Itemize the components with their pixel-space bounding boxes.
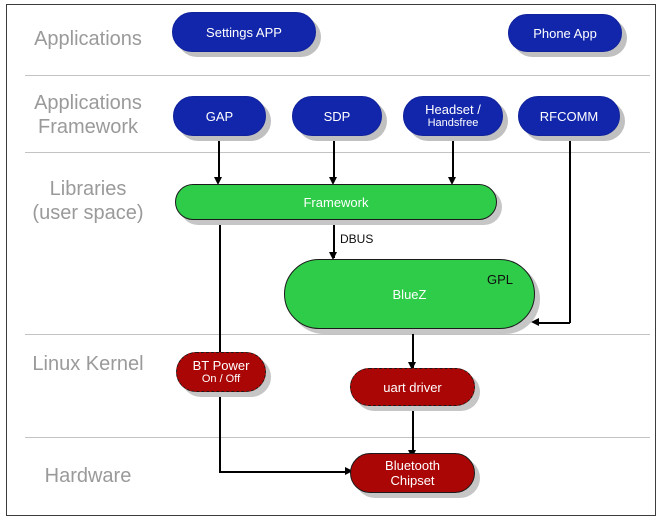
node-bluetooth-chipset[interactable]: Bluetooth Chipset: [350, 453, 480, 498]
node-headset-handsfree[interactable]: Headset / Handsfree: [403, 96, 508, 141]
node-label: Phone App: [533, 25, 597, 41]
edge-label-dbus: DBUS: [340, 232, 374, 246]
node-settings-app[interactable]: Settings APP: [172, 12, 321, 57]
connector-headset-framework: [452, 136, 454, 180]
arrowhead-headset-framework: [448, 177, 456, 185]
node-body: BlueZ: [284, 259, 535, 329]
node-framework[interactable]: Framework: [175, 184, 502, 225]
node-body: SDP: [292, 96, 382, 136]
node-bt-power[interactable]: BT Power On / Off: [176, 352, 271, 397]
node-body: Settings APP: [172, 12, 316, 52]
node-body: RFCOMM: [518, 96, 620, 136]
node-label: SDP: [323, 108, 351, 124]
connector-uart-chipset: [412, 406, 414, 456]
node-label: BT Power: [192, 358, 250, 373]
arrowhead-bluez-uart: [408, 362, 416, 370]
diagram-frame: [6, 4, 656, 516]
node-label: Framework: [303, 194, 369, 210]
node-body: Framework: [175, 184, 497, 220]
layer-label-applications: Applications: [34, 28, 142, 50]
node-gap[interactable]: GAP: [173, 96, 271, 141]
connector-rfcomm-left: [538, 322, 570, 324]
node-bluez[interactable]: BlueZ GPL: [284, 259, 540, 334]
node-uart-driver[interactable]: uart driver: [350, 368, 480, 411]
connector-bluez-uart: [412, 328, 414, 368]
node-rfcomm[interactable]: RFCOMM: [518, 96, 625, 141]
layer-label-linux-kernel: Linux Kernel: [32, 353, 144, 375]
node-sublabel: On / Off: [201, 373, 241, 385]
node-sdp[interactable]: SDP: [292, 96, 387, 141]
node-phone-app[interactable]: Phone App: [508, 14, 627, 57]
node-label: RFCOMM: [539, 108, 599, 124]
node-body: GAP: [173, 96, 266, 136]
arrowhead-gap-framework: [214, 177, 222, 185]
arrowhead-rfcomm-bluez: [531, 318, 539, 326]
connector-sdp-framework: [333, 136, 335, 180]
node-sublabel: Handsfree: [427, 117, 479, 129]
node-sublabel: Chipset: [390, 473, 435, 488]
layer-label-applications-framework: Applications Framework: [34, 92, 142, 138]
node-label: BlueZ: [392, 286, 427, 302]
connector-framework-bluez: [333, 218, 335, 258]
arrowhead-framework-bluez: [329, 252, 337, 260]
node-body: Headset / Handsfree: [403, 96, 503, 136]
layer-separator-4: [25, 437, 650, 438]
layer-separator-2: [25, 152, 650, 153]
node-label: uart driver: [383, 379, 442, 395]
node-label: Headset /: [425, 102, 481, 117]
layer-label-hardware: Hardware: [44, 465, 132, 487]
layer-separator-3: [25, 334, 650, 335]
node-label: GAP: [205, 108, 234, 124]
node-body: Phone App: [508, 14, 622, 52]
connector-btpower-right: [219, 471, 347, 473]
connector-rfcomm-down: [569, 136, 571, 323]
node-body: BT Power On / Off: [176, 352, 266, 392]
node-label: Settings APP: [206, 24, 282, 40]
node-body: Bluetooth Chipset: [350, 453, 475, 493]
layer-separator-1: [25, 75, 650, 76]
node-label: Bluetooth: [385, 458, 440, 473]
arrowhead-sdp-framework: [329, 177, 337, 185]
node-body: uart driver: [350, 368, 475, 406]
layer-label-libraries: Libraries (user space): [32, 178, 144, 224]
connector-gap-framework: [218, 136, 220, 180]
node-badge-gpl: GPL: [486, 272, 513, 287]
arrowhead-btpower-chipset: [345, 467, 353, 475]
connector-btpower-down: [219, 200, 221, 472]
